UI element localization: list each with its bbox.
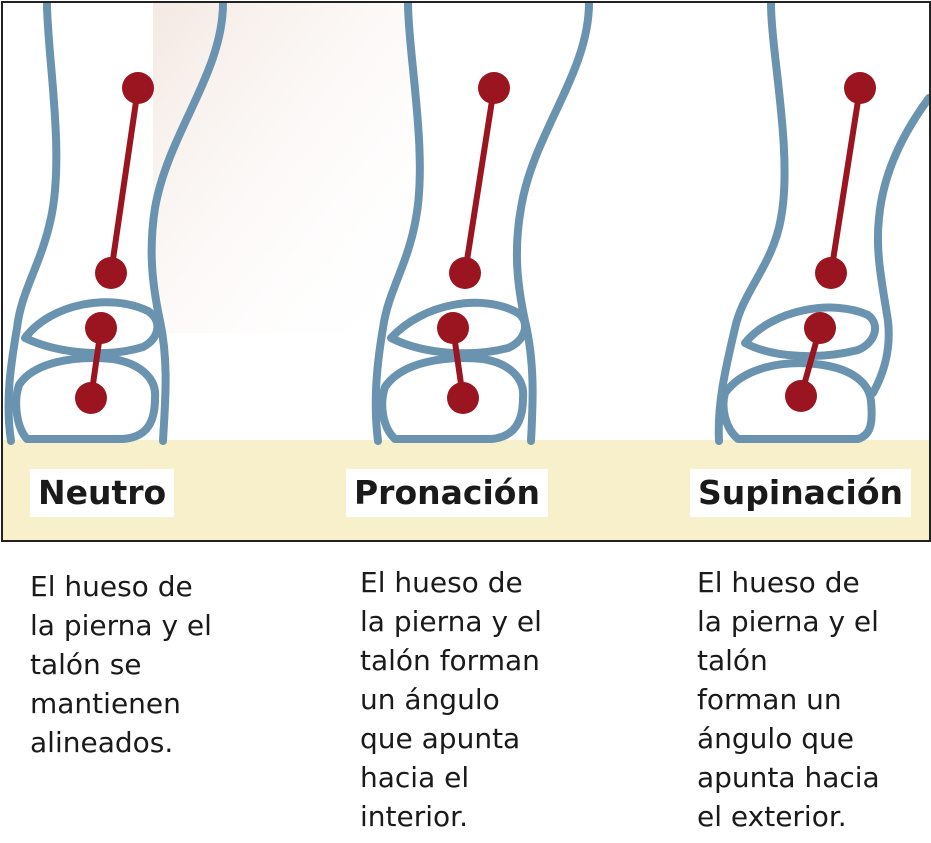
neutral-description: El hueso de la pierna y el talón se mant… [30,570,212,759]
neutral-foot [4,3,227,445]
foot-diagram [3,3,929,540]
supination-title: Supinación [690,469,911,517]
supination-leg-outline [714,3,929,445]
pronation-description: El hueso de la pierna y el talón forman … [360,566,542,833]
background-glow [153,3,413,333]
pronation-markers [437,72,510,414]
illustration-panel: Neutro Pronación Supinación [1,1,931,542]
supination-markers [785,72,876,412]
neutral-title: Neutro [30,469,175,517]
neutral-markers [75,72,154,414]
supination-calcaneus [719,359,876,443]
pronation-foot [371,3,593,445]
pronation-talus [387,298,529,358]
pronation-calcaneus [378,354,528,443]
neutral-talus [21,298,162,358]
pronation-leg-outline [371,3,593,445]
supination-talus [741,303,879,361]
neutral-calcaneus [12,354,160,443]
pronation-title: Pronación [346,469,548,517]
neutral-leg-outline [4,3,227,445]
supination-foot [714,3,929,445]
supination-description: El hueso de la pierna y el talón forman … [697,566,880,833]
